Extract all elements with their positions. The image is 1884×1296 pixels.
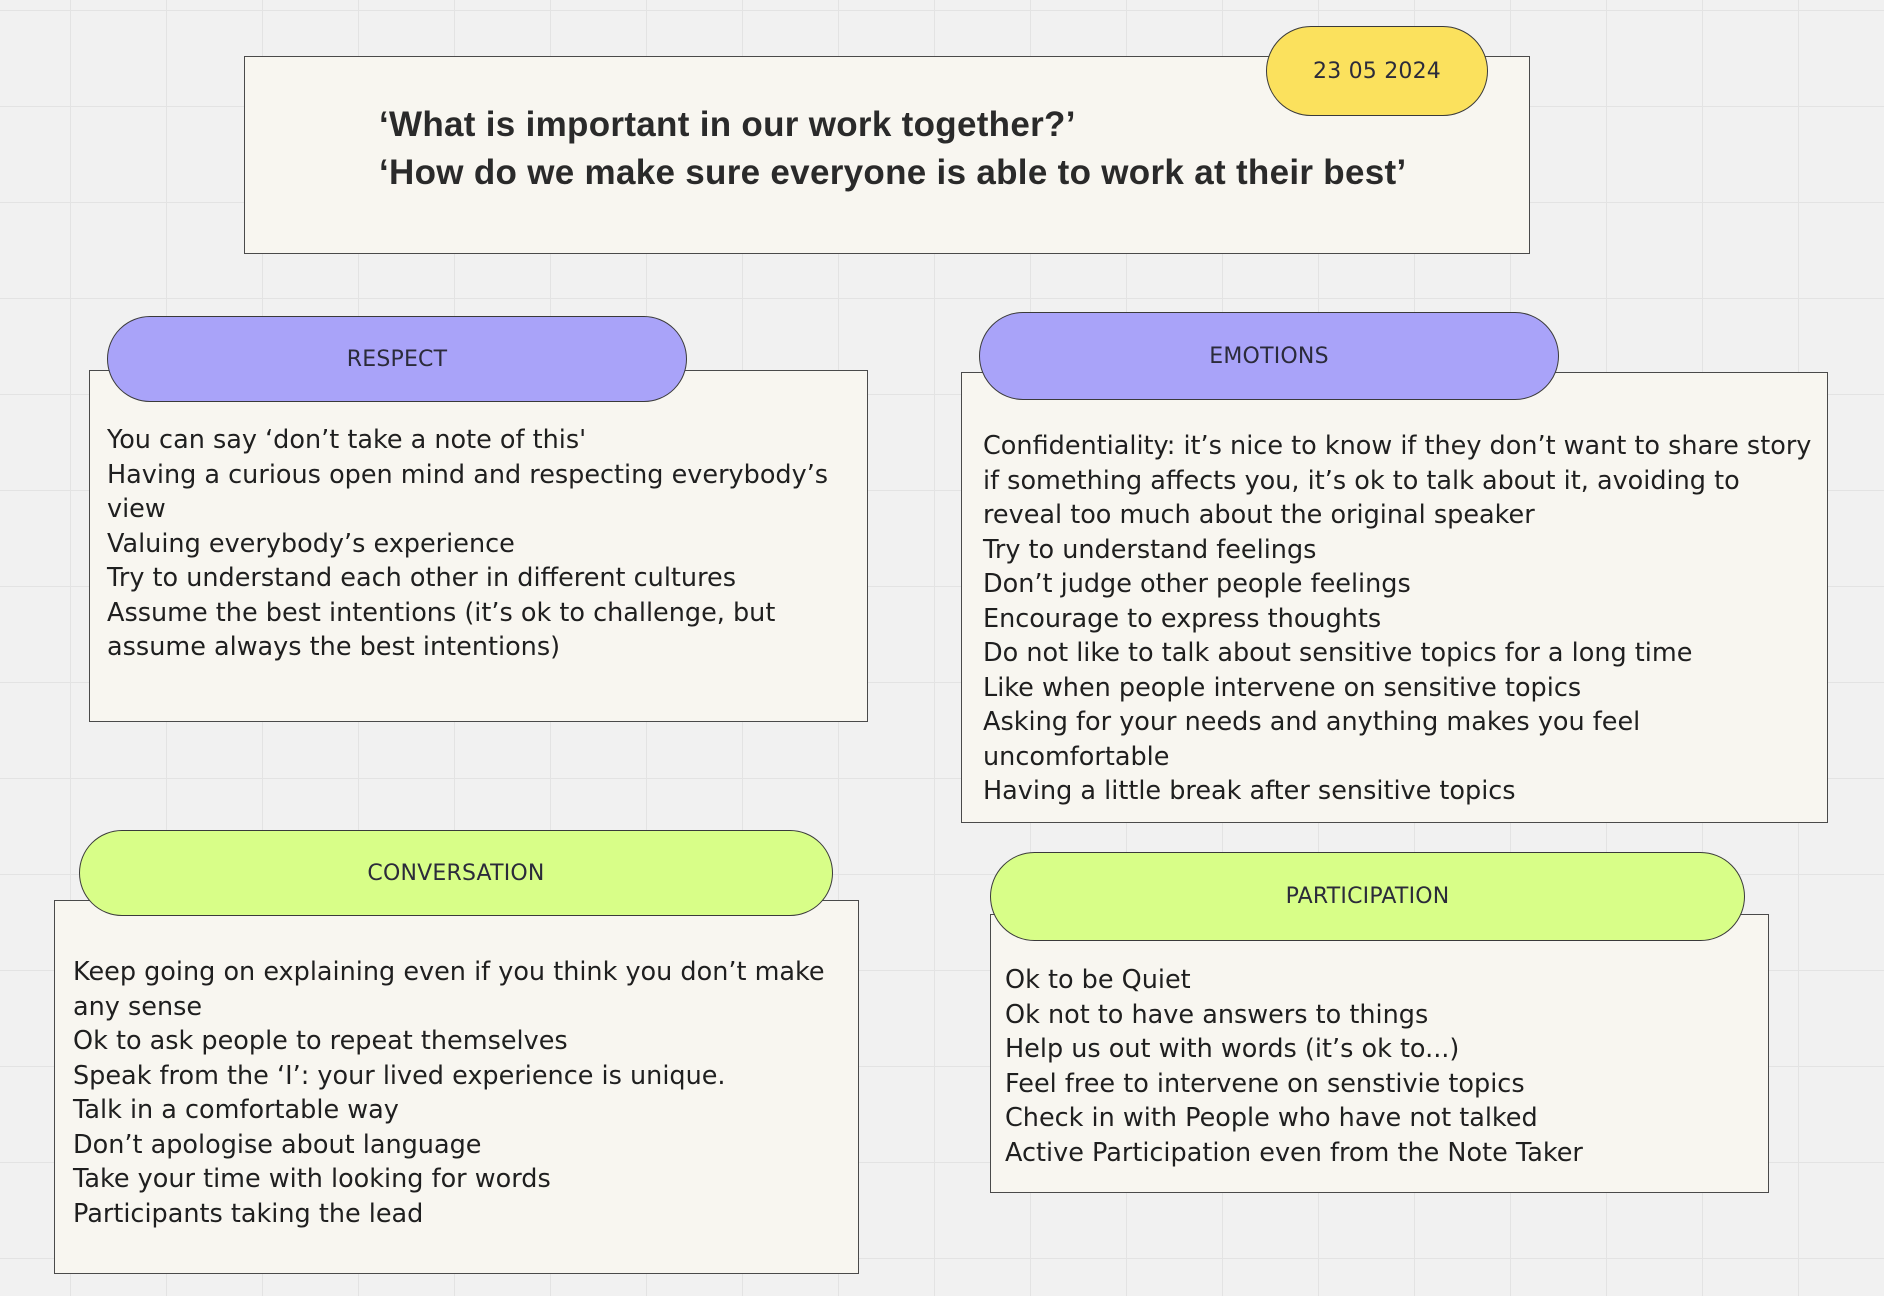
list-item: Feel free to intervene on senstivie topi… — [1005, 1068, 1525, 1099]
date-label: 23 05 2024 — [1313, 58, 1441, 84]
list-item: Asking for your needs and anything makes… — [983, 707, 1641, 772]
respect-title: RESPECT — [346, 346, 448, 372]
emotions-tag[interactable]: EMOTIONS — [979, 312, 1559, 400]
list-item: Take your time with looking for words — [73, 1164, 551, 1194]
list-item: You can say ‘don’t take a note of this' — [107, 425, 587, 455]
list-item: Encourage to express thoughts — [983, 603, 1382, 634]
conversation-title: CONVERSATION — [367, 860, 545, 886]
list-item: Like when people intervene on sensitive … — [983, 672, 1582, 703]
list-item: Try to understand each other in differen… — [107, 563, 736, 593]
list-item: Having a curious open mind and respectin… — [107, 459, 829, 525]
question-line-1: ‘What is important in our work together?… — [379, 105, 1076, 144]
emotions-list: Confidentiality: it’s nice to know if th… — [983, 429, 1813, 809]
conversation-card[interactable]: Keep going on explaining even if you thi… — [54, 900, 859, 1274]
list-item: Having a little break after sensitive to… — [983, 776, 1516, 806]
participation-title: PARTICIPATION — [1285, 884, 1450, 909]
respect-tag[interactable]: RESPECT — [107, 316, 687, 402]
list-item: Keep going on explaining even if you thi… — [73, 957, 825, 1022]
respect-card[interactable]: You can say ‘don’t take a note of this' … — [89, 370, 868, 722]
list-item: Participants taking the lead — [73, 1198, 424, 1229]
emotions-title: EMOTIONS — [1209, 343, 1329, 369]
respect-list: You can say ‘don’t take a note of this' … — [107, 423, 847, 665]
conversation-tag[interactable]: CONVERSATION — [79, 830, 833, 916]
list-item: Valuing everybody’s experience — [107, 528, 515, 559]
list-item: Don’t judge other people feelings — [983, 569, 1411, 599]
list-item: Talk in a comfortable way — [73, 1095, 399, 1125]
list-item: Speak from the ‘I’: your lived experienc… — [73, 1060, 726, 1091]
list-item: Ok not to have answers to things — [1005, 999, 1429, 1030]
list-item: Active Participation even from the Note … — [1005, 1137, 1583, 1168]
question-line-2: ‘How do we make sure everyone is able to… — [379, 153, 1407, 192]
participation-card[interactable]: Ok to be Quiet Ok not to have answers to… — [990, 914, 1769, 1193]
list-item: Confidentiality: it’s nice to know if th… — [983, 431, 1812, 530]
list-item: Ok to ask people to repeat themselves — [73, 1026, 568, 1056]
emotions-card[interactable]: Confidentiality: it’s nice to know if th… — [961, 372, 1828, 823]
list-item: Help us out with words (it’s ok to...) — [1005, 1034, 1460, 1064]
list-item: Assume the best intentions (it’s ok to c… — [107, 597, 776, 663]
list-item: Do not like to talk about sensitive topi… — [983, 638, 1693, 668]
participation-tag[interactable]: PARTICIPATION — [990, 852, 1745, 941]
conversation-list: Keep going on explaining even if you thi… — [73, 955, 843, 1231]
list-item: Don’t apologise about language — [73, 1129, 482, 1160]
date-tag[interactable]: 23 05 2024 — [1266, 26, 1488, 116]
list-item: Check in with People who have not talked — [1005, 1103, 1538, 1133]
list-item: Ok to be Quiet — [1005, 965, 1191, 995]
participation-list: Ok to be Quiet Ok not to have answers to… — [1005, 963, 1755, 1170]
question-text: ‘What is important in our work together?… — [379, 105, 1479, 205]
list-item: Try to understand feelings — [983, 534, 1317, 565]
